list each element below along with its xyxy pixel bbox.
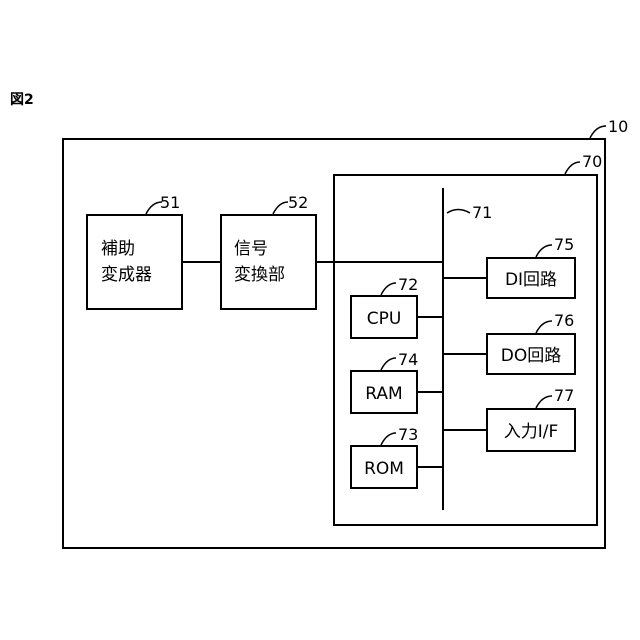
do-circuit-label: DO回路 (501, 346, 561, 366)
aux-transformer-box (87, 215, 182, 309)
rom-ref: 73 (398, 425, 418, 444)
board-ref: 70 (582, 152, 602, 171)
di-circuit-ref: 75 (554, 235, 574, 254)
input-if-ref: 77 (554, 386, 574, 405)
rom-label: ROM (364, 459, 404, 479)
bus-ref: 71 (472, 203, 492, 222)
aux-transformer-ref: 51 (160, 193, 180, 212)
aux-transformer-label-line2: 変成器 (101, 265, 152, 285)
signal-converter-label-line2: 変換部 (234, 265, 285, 285)
cpu-label: CPU (367, 309, 402, 329)
aux-transformer-label-line1: 補助 (101, 239, 135, 259)
device-ref: 10 (608, 117, 628, 136)
di-circuit-label: DI回路 (505, 270, 557, 290)
device-ref-leader (590, 126, 606, 138)
signal-converter-ref: 52 (288, 193, 308, 212)
ram-label: RAM (365, 384, 402, 404)
signal-converter-box (221, 215, 316, 309)
signal-converter-label-line1: 信号 (234, 239, 268, 259)
input-if-label: 入力I/F (504, 422, 559, 442)
do-circuit-ref: 76 (554, 311, 574, 330)
figure-label: 図2 (10, 92, 34, 108)
ram-ref: 74 (398, 350, 418, 369)
cpu-ref: 72 (398, 275, 418, 294)
